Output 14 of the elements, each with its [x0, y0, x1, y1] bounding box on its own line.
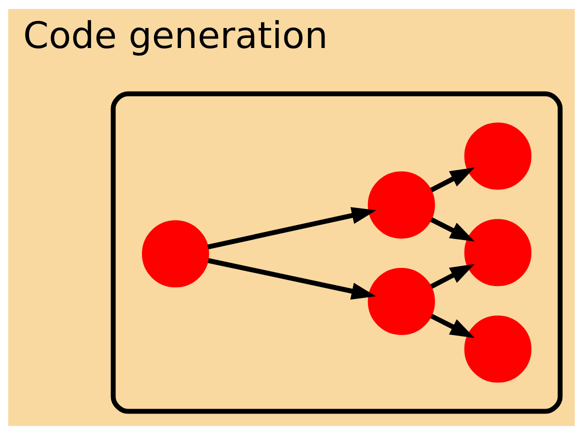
- node-circle: [464, 122, 532, 190]
- arrow: [430, 264, 475, 288]
- node-circle: [464, 315, 532, 382]
- node-circle: [142, 220, 210, 287]
- cluster: [110, 90, 563, 414]
- node-circle: [464, 218, 532, 286]
- node-circle: [368, 267, 435, 335]
- arrow: [430, 216, 475, 241]
- label: Code generation: [23, 14, 328, 57]
- arrow: [207, 206, 376, 249]
- arrow: [208, 258, 376, 300]
- arrow: [430, 167, 475, 192]
- node-circle: [368, 170, 435, 238]
- arrow: [430, 313, 475, 338]
